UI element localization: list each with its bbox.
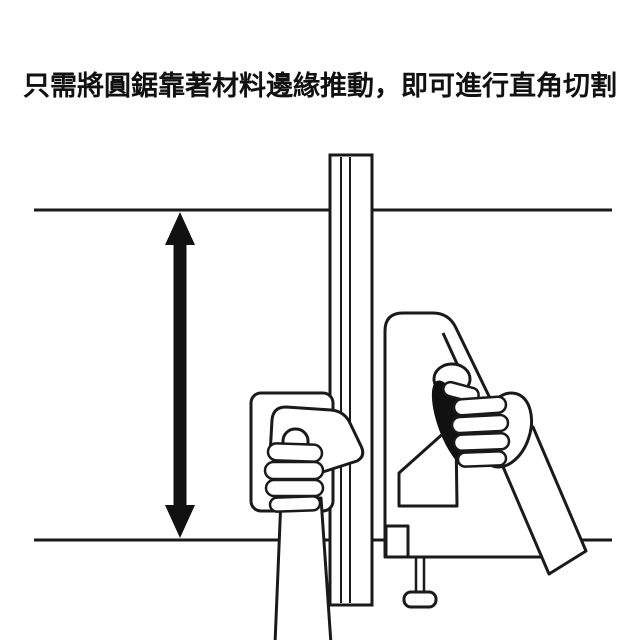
right-hand-fingers [450, 395, 511, 468]
guide-rail [328, 153, 374, 607]
left-hand [263, 442, 325, 513]
caption-text: 只需將圓鋸靠著材料邊緣推動，即可進行直角切割 [23, 71, 617, 101]
left-forearm [273, 496, 333, 640]
base-block [384, 524, 410, 559]
width-arrow [165, 212, 195, 538]
depth-adjust-screw [402, 557, 438, 609]
